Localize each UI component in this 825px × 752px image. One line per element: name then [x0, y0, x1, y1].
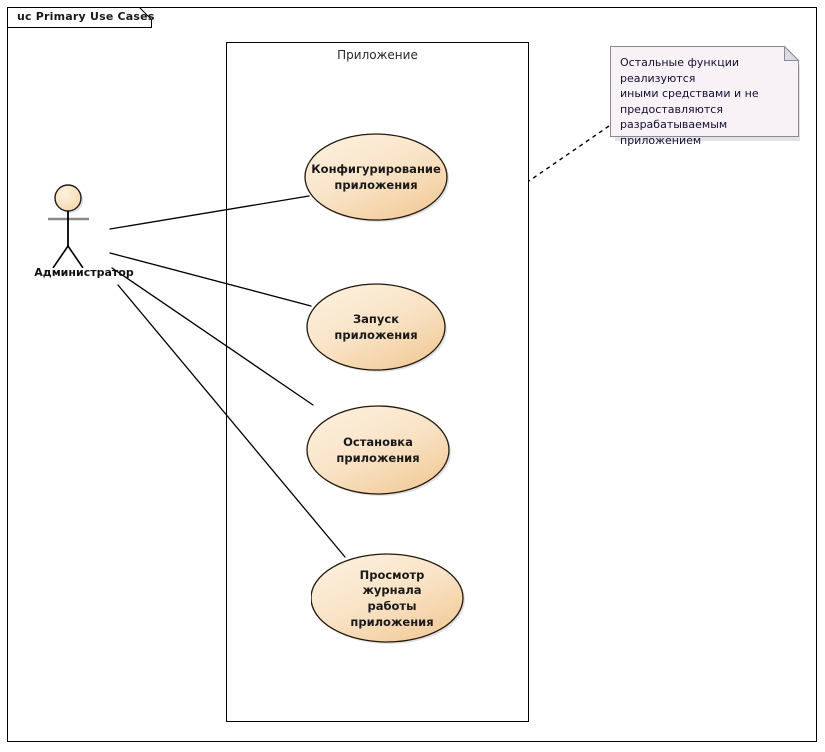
use-case-label-line1: Просмотр журнала — [359, 567, 425, 598]
note-text-line4: разрабатываемым приложением — [620, 118, 728, 148]
use-case-label: Конфигурирование приложения — [303, 132, 453, 224]
use-case-label-line2: приложения — [334, 178, 418, 192]
note-box[interactable]: Остальные функции реализуются иными сред… — [610, 45, 800, 147]
note-text-line3: предоставляются — [620, 102, 723, 116]
use-case-label-line1: Конфигурирование — [311, 162, 441, 177]
use-case-label-line2: приложения — [336, 451, 420, 465]
actor-label: Администратор — [34, 266, 134, 279]
note-shape — [610, 45, 800, 141]
use-case-label: Остановка приложения — [305, 404, 455, 498]
actor-administrator[interactable]: Администратор — [22, 178, 134, 283]
use-case-configure[interactable]: Конфигурирование приложения — [303, 132, 453, 224]
actor-stick-figure-icon — [48, 184, 89, 269]
use-case-start[interactable]: Запуск приложения — [305, 282, 451, 374]
page-title: uc Primary Use Cases — [17, 10, 155, 23]
use-case-view-log[interactable]: Просмотр журнала работы приложения — [310, 552, 471, 646]
use-case-label: Просмотр журнала работы приложения — [311, 552, 471, 646]
title-tab-shape — [7, 7, 152, 28]
use-case-ellipse-shape — [310, 553, 465, 644]
note-text-line1: Остальные функции реализуются — [620, 56, 740, 85]
note-text: Остальные функции реализуются иными сред… — [620, 55, 792, 149]
use-case-label-line2: работы приложения — [350, 599, 434, 629]
use-case-label-line1: Запуск приложения — [334, 312, 418, 342]
system-boundary-label: Приложение — [337, 48, 418, 62]
use-case-stop[interactable]: Остановка приложения — [305, 404, 455, 498]
note-text-line2: иными средствами и не — [620, 87, 759, 101]
use-case-ellipse-shape — [304, 133, 449, 222]
use-case-label: Запуск приложения — [305, 282, 451, 374]
use-case-label-line1: Остановка — [343, 435, 413, 450]
